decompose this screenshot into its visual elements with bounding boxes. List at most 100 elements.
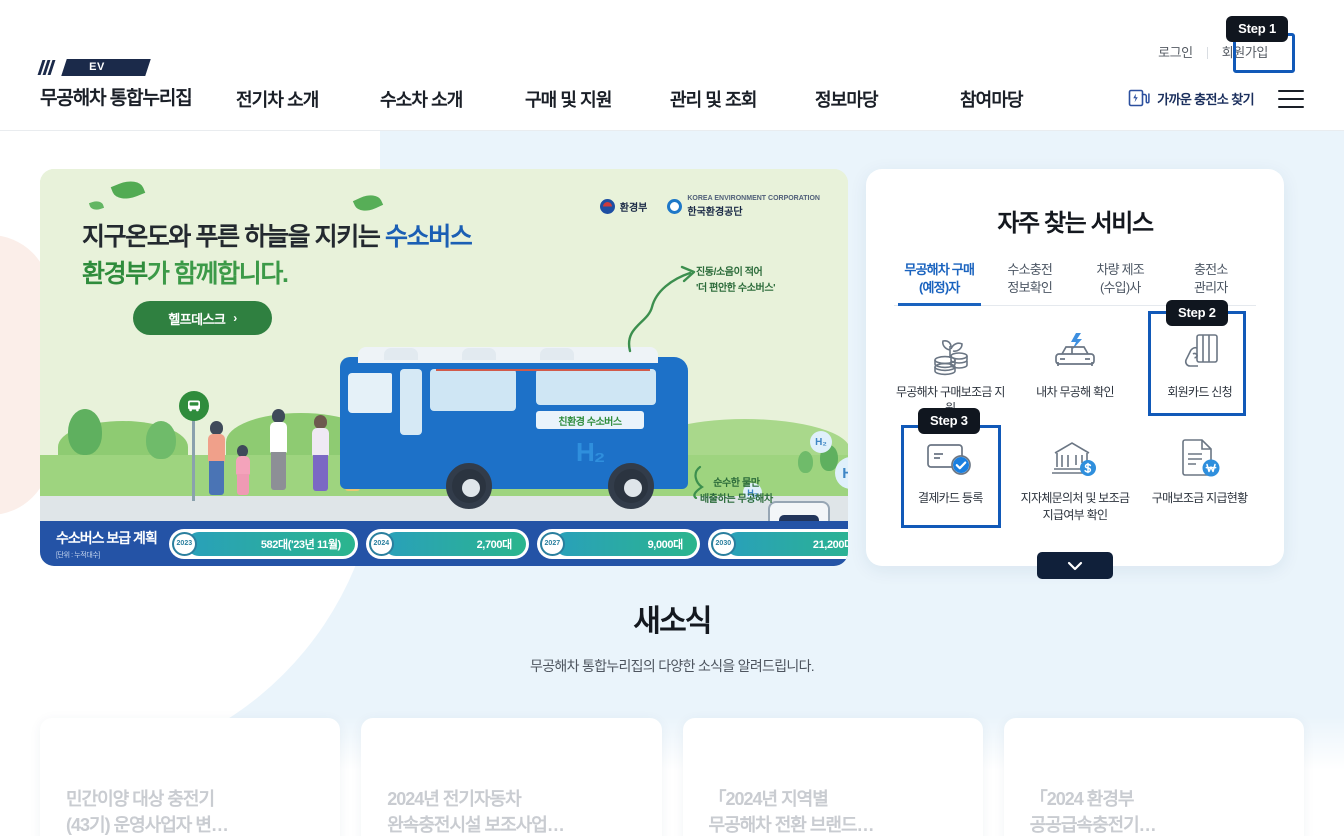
news-card-title: 「2024 환경부 공공급속충전기… (1030, 786, 1278, 836)
service-member-card-apply[interactable]: 회원카드 신청 (1137, 320, 1262, 422)
news-card-title: 민간이양 대상 충전기 (43기) 운영사업자 변… (66, 786, 314, 836)
document-won-icon (1172, 434, 1228, 484)
hero-callout-1: 진동/소음이 적어 '더 편안한 수소버스' (696, 265, 776, 296)
news-card-title-line2: 무공해차 전환 브랜드… (708, 815, 875, 836)
nav-item-participation-plaza[interactable]: 참여마당 (960, 90, 1024, 110)
bus-door-window (400, 369, 422, 435)
tree-shape (798, 451, 813, 473)
tab-manufacturer-line2: (수입)사 (1099, 279, 1141, 295)
service-local-govt-inquiry-label: 지자체문의처 및 보조금지급여부 확인 (1020, 491, 1130, 522)
tree-shape (68, 409, 102, 455)
service-check-my-car[interactable]: 내차 무공해 확인 (1013, 320, 1138, 422)
nav-item-hydrogen-intro[interactable]: 수소차 소개 (380, 90, 463, 110)
logo-ev-badge: EV (61, 59, 151, 76)
tab-hydrogen-charging-info[interactable]: 수소충전 정보확인 (985, 261, 1076, 305)
hero-headline-rest: 가 함께합니다. (146, 260, 289, 288)
nav-item-manage-inquiry[interactable]: 관리 및 조회 (670, 90, 757, 110)
supply-plan-item: 2023 582대('23년 11월) (168, 528, 358, 559)
supply-plan-item: 2024 2,700대 (365, 528, 529, 559)
bus-ac-unit (462, 348, 496, 360)
supply-plan-item: 2030 21,200대 (707, 528, 848, 559)
nav-item-info-plaza[interactable]: 정보마당 (815, 90, 879, 110)
news-card-title: 「2024년 지역별 무공해차 전환 브랜드… (709, 786, 957, 836)
site-header: EV 무공해차 통합누리집 로그인 회원가입 Step 1 전기차 소개 수소차… (0, 0, 1344, 131)
hamburger-menu-icon[interactable] (1278, 90, 1304, 108)
news-card-title-line2: 공공급속충전기… (1029, 815, 1157, 836)
nav-item-ev-intro[interactable]: 전기차 소개 (236, 90, 319, 110)
news-card[interactable]: 민간이양 대상 충전기 (43기) 운영사업자 변… (40, 718, 341, 836)
tab-manufacturer[interactable]: 차량 제조 (수입)사 (1075, 261, 1166, 305)
supply-plan-bar: 수소버스 보급 계획 [단위 : 누적대수] 2023 582대('23년 11… (40, 521, 848, 566)
utility-nav: 로그인 회원가입 (1144, 44, 1282, 62)
news-card-title-line1: 민간이양 대상 충전기 (66, 789, 215, 809)
bus-destination-sign: 친환경 수소버스 (536, 411, 644, 429)
news-card[interactable]: 「2024 환경부 공공급속충전기… (1003, 718, 1304, 836)
hero-banner[interactable]: 친환경 수소버스 H₂ H₂ H₂ (40, 169, 848, 566)
service-subsidy-payment-status[interactable]: 구매보조금 지급현황 (1137, 426, 1262, 528)
supply-plan-year: 2027 (539, 531, 565, 556)
news-card[interactable]: 2024년 전기자동차 완속충전시설 보조사업… (361, 718, 662, 836)
supply-plan-value: 21,200대 (725, 531, 848, 556)
bus-stop-pole (192, 405, 195, 501)
logo-title: 무공해차 통합누리집 (40, 88, 193, 109)
service-member-card-apply-label: 회원카드 신청 (1167, 385, 1232, 400)
electric-car-icon (1047, 328, 1103, 378)
services-expand-button[interactable] (1037, 552, 1113, 579)
news-title: 새소식 (633, 605, 712, 638)
nav-item-purchase-support[interactable]: 구매 및 지원 (525, 90, 612, 110)
tab-hydrogen-charging-info-line2: 정보확인 (1007, 279, 1053, 295)
hero-headline-highlight: 수소버스 (385, 223, 473, 251)
signup-link[interactable]: 회원가입 (1221, 45, 1269, 60)
bus-handrail (436, 369, 650, 371)
bus-ac-unit (384, 348, 418, 360)
tree-shape (146, 421, 176, 459)
road-band (40, 496, 848, 521)
hero-headline-ministry: 환경부 (82, 260, 148, 288)
supply-plan-item: 2027 9,000대 (536, 528, 700, 559)
tab-vehicle-buyer-line1: 무공해차 구매 (904, 262, 975, 277)
helpdesk-button[interactable]: 헬프데스크 › (133, 301, 272, 335)
service-local-govt-inquiry[interactable]: 지자체문의처 및 보조금지급여부 확인 (1013, 426, 1138, 528)
hero-callout-2: 순수한 물만 배출하는 무공해차 (700, 476, 773, 507)
find-charging-station-label: 가까운 충전소 찾기 (1157, 91, 1255, 107)
tab-station-manager-line2: 관리자 (1194, 279, 1228, 295)
supply-plan-year: 2030 (710, 531, 736, 556)
coins-plant-icon (922, 328, 978, 378)
taegeuk-icon (599, 199, 615, 215)
chevron-down-icon (1067, 561, 1083, 570)
bus-windshield (348, 373, 392, 413)
card-check-icon (922, 434, 978, 484)
news-card-title-line1: 「2024 환경부 (1029, 789, 1135, 809)
h2-bubble-icon: H₂ (835, 457, 848, 489)
bus-stop-icon (179, 391, 209, 421)
supply-plan-title: 수소버스 보급 계획 (56, 529, 158, 546)
tab-hydrogen-charging-info-line1: 수소충전 (1007, 262, 1053, 277)
login-link[interactable]: 로그인 (1158, 45, 1193, 60)
tab-vehicle-buyer[interactable]: 무공해차 구매 (예정)자 (894, 261, 985, 307)
news-card-title-line1: 2024년 전기자동차 (387, 789, 521, 809)
callout-arrow-2 (693, 465, 704, 499)
bus-wheel (446, 463, 492, 509)
bus-wheel (608, 463, 654, 509)
supply-plan-year: 2024 (368, 531, 394, 556)
service-check-my-car-label: 내차 무공해 확인 (1036, 385, 1114, 400)
ministry-of-environment-label: 환경부 (619, 203, 648, 215)
tab-station-manager[interactable]: 충전소 관리자 (1166, 261, 1257, 305)
supply-plan-year: 2023 (171, 531, 197, 556)
h2-bubble-icon: H₂ (810, 431, 832, 453)
step-3-badge: Step 3 (918, 408, 980, 434)
frequent-services-title: 자주 찾는 서비스 (997, 210, 1154, 237)
step-2-badge: Step 2 (1166, 300, 1228, 326)
news-card-title-line1: 「2024년 지역별 (708, 789, 829, 809)
news-card[interactable]: 「2024년 지역별 무공해차 전환 브랜드… (682, 718, 983, 836)
find-charging-station-button[interactable]: 가까운 충전소 찾기 (1127, 86, 1255, 110)
site-logo[interactable]: EV 무공해차 통합누리집 (37, 59, 230, 110)
keco-mark-icon (667, 199, 683, 215)
supply-plan-value: 2,700대 (383, 531, 526, 556)
news-subtitle: 무공해차 통합누리집의 다양한 소식을 알려드립니다. (530, 658, 815, 674)
service-register-payment-card[interactable]: 결제카드 등록 (888, 426, 1013, 528)
news-card-title-line2: (43기) 운영사업자 변… (66, 815, 229, 836)
supply-plan-title-block: 수소버스 보급 계획 [단위 : 누적대수] (56, 528, 158, 560)
supply-plan-unit: [단위 : 누적대수] (56, 551, 100, 559)
